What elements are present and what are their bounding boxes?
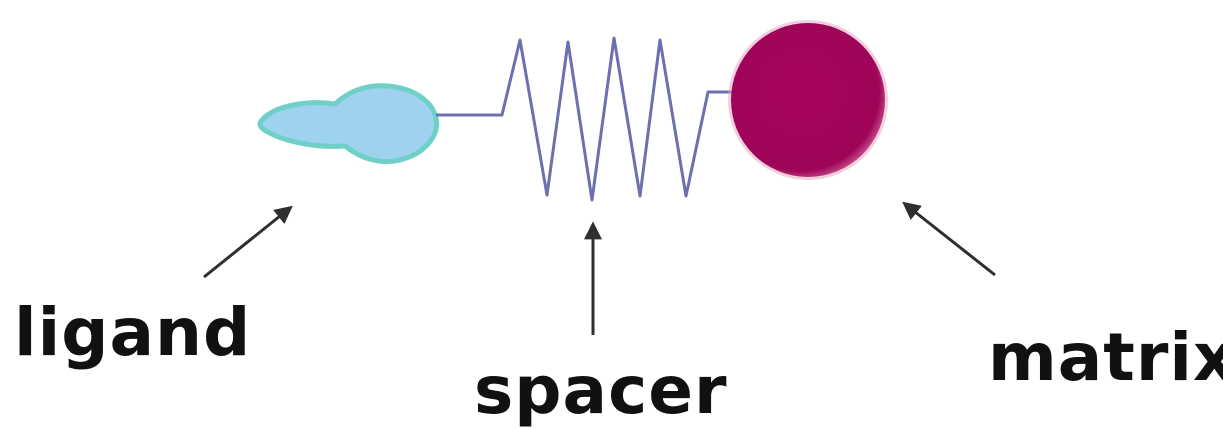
spacer-spring (436, 38, 735, 200)
ligand-label: ligand (14, 300, 251, 366)
ligand-arrow (204, 208, 290, 277)
matrix-arrow (905, 204, 995, 275)
matrix-label: matrix (988, 325, 1223, 391)
spacer-label: spacer (474, 358, 728, 424)
ligand-shape (260, 86, 437, 162)
matrix-bead (728, 20, 888, 180)
